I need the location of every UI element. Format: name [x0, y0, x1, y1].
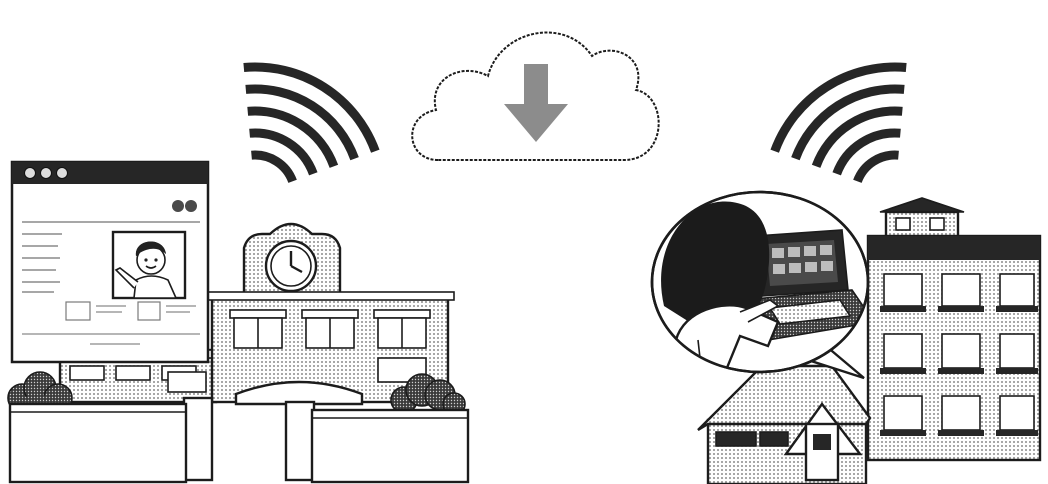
window-control-dot [41, 168, 52, 179]
clock-tower [244, 224, 340, 300]
cloud-download-icon [412, 33, 658, 160]
school-window [230, 310, 286, 348]
window-control-dot [25, 168, 36, 179]
school-window [374, 310, 430, 348]
apartment-building [868, 198, 1040, 460]
browser-window-icon [12, 162, 208, 362]
teacher-video-frame [113, 232, 185, 298]
school-window [168, 372, 206, 392]
wifi-signal-icon-left [244, 67, 375, 181]
gate-pillar [286, 402, 314, 480]
house-roof [698, 366, 870, 430]
avatar-icon [172, 200, 184, 212]
laptop-screen [756, 230, 848, 296]
wifi-signal-icon-right [775, 67, 907, 181]
house [698, 366, 870, 484]
apartment-windows [880, 274, 1038, 436]
apartment-roof-band [868, 236, 1040, 260]
speech-bubble-icon [652, 192, 874, 380]
front-wall-left [10, 404, 186, 482]
house-door [806, 424, 838, 480]
gate-pillar [184, 398, 212, 480]
front-wall-right [312, 410, 468, 482]
window-control-dot [57, 168, 68, 179]
clock-icon [266, 241, 316, 291]
avatar-icon [185, 200, 197, 212]
school-window [302, 310, 358, 348]
